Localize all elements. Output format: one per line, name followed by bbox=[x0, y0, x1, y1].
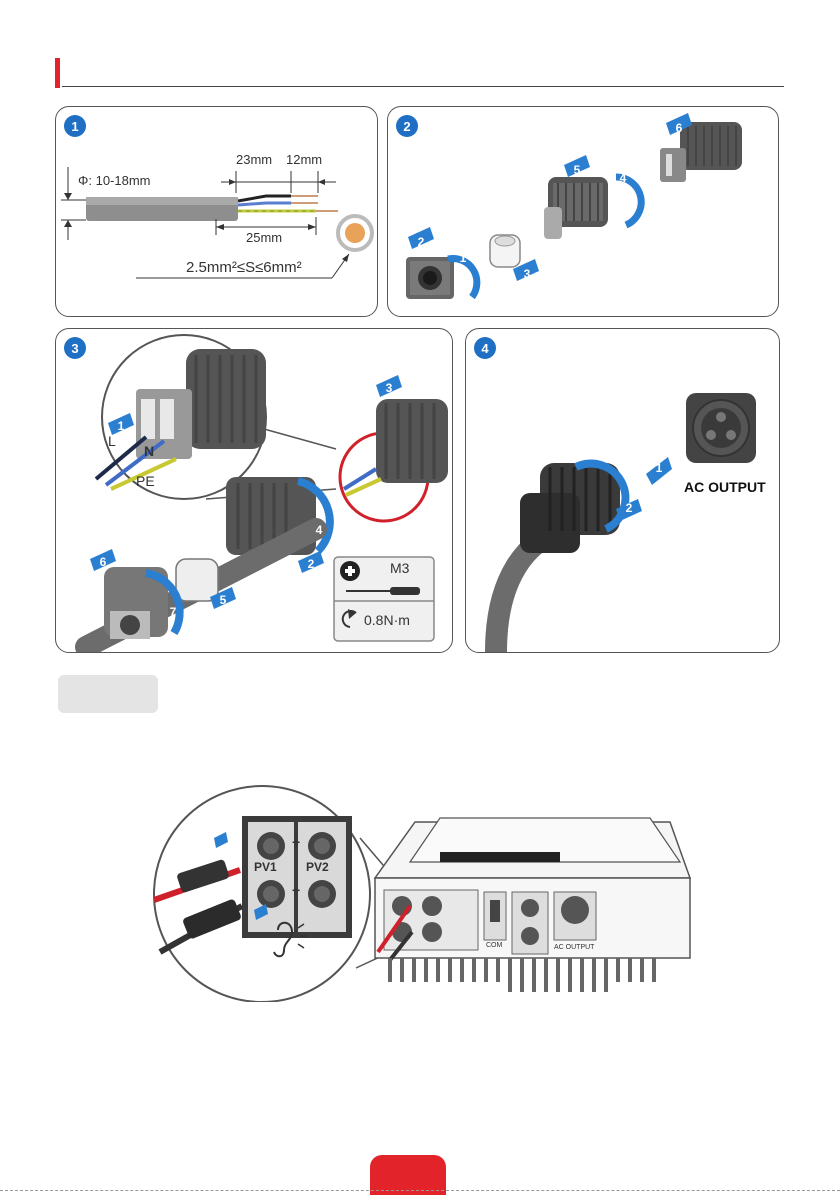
section-header-rule bbox=[62, 86, 784, 87]
strip-length-23: 23mm bbox=[236, 152, 272, 167]
section-header-bar bbox=[55, 58, 60, 88]
panel-step-1: 1 Φ: 10-18mm 23mm 12mm 25mm 2.5mm²≤S≤6mm… bbox=[55, 106, 378, 317]
panel-step-3: 3 L N PE 1 2 3 4 5 6 7 M3 0.8N·m bbox=[55, 328, 453, 653]
strip-length-25: 25mm bbox=[246, 230, 282, 245]
torque-label: 0.8N·m bbox=[364, 612, 410, 628]
strip-length-12: 12mm bbox=[286, 152, 322, 167]
tool-size-label: M3 bbox=[390, 560, 409, 576]
arrow-number: 2 bbox=[410, 231, 432, 253]
plus-label: + bbox=[292, 834, 300, 850]
ac-output-port-label: AC OUTPUT bbox=[684, 479, 766, 495]
cable-strip-illustration bbox=[56, 107, 377, 316]
arrow-number: 3 bbox=[516, 263, 538, 285]
ac-output-label: AC OUTPUT bbox=[554, 944, 594, 951]
arrow-number: 2 bbox=[300, 553, 322, 575]
cross-section-label: 2.5mm²≤S≤6mm² bbox=[186, 259, 302, 276]
wire-label-pe: PE bbox=[136, 473, 155, 489]
arrow-number: 5 bbox=[212, 589, 234, 611]
inverter-pv-illustration bbox=[150, 782, 695, 1002]
diameter-label: Φ: 10-18mm bbox=[78, 173, 151, 188]
arrow-number: 3 bbox=[378, 377, 400, 399]
panel-step-2: 2 1 2 3 4 5 6 bbox=[387, 106, 779, 317]
pv-connection-figure: PV1 PV2 + − COM AC OUTPUT bbox=[150, 782, 695, 1002]
page-number-badge bbox=[370, 1155, 446, 1195]
step-badge: 3 bbox=[64, 337, 86, 359]
panel-step-4: 4 1 2 AC OUTPUT bbox=[465, 328, 780, 653]
page-bottom-edge bbox=[0, 1190, 840, 1191]
arrow-number: 6 bbox=[668, 117, 690, 139]
arrow-number: 4 bbox=[612, 167, 634, 189]
arrow-number: 4 bbox=[308, 519, 330, 541]
connector-disassembly-illustration bbox=[388, 107, 778, 316]
arrow-number: 7 bbox=[162, 601, 184, 623]
arrow-number: 1 bbox=[110, 415, 132, 437]
step-badge: 4 bbox=[474, 337, 496, 359]
step-badge: 1 bbox=[64, 115, 86, 137]
minus-label: − bbox=[292, 882, 300, 898]
arrow-number: 5 bbox=[566, 159, 588, 181]
com-label: COM bbox=[486, 942, 502, 949]
arrow-number: 1 bbox=[648, 457, 670, 479]
section-tab bbox=[58, 675, 158, 713]
arrow-number: 2 bbox=[618, 497, 640, 519]
pv2-label: PV2 bbox=[306, 860, 329, 874]
arrow-number: 1 bbox=[452, 247, 474, 269]
wire-label-n: N bbox=[144, 443, 154, 459]
pv1-label: PV1 bbox=[254, 860, 277, 874]
step-badge: 2 bbox=[396, 115, 418, 137]
arrow-number: 6 bbox=[92, 551, 114, 573]
